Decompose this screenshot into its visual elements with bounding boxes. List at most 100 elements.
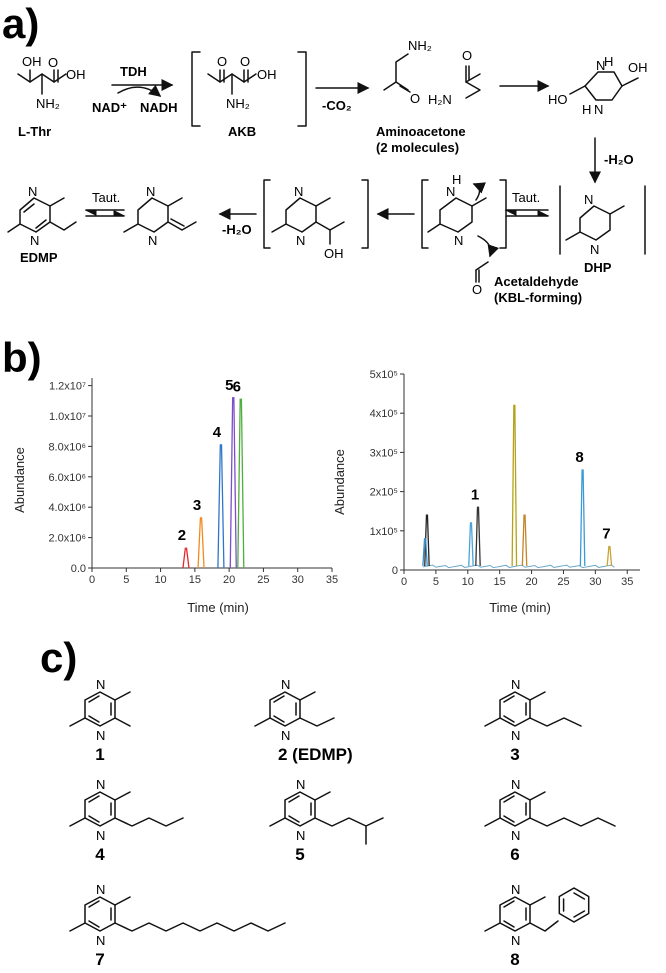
edmp-n1-label: N	[28, 184, 37, 199]
cyclic-n1-label: N	[596, 58, 605, 73]
chart-left-y-tick-label: 6.0x10⁶	[48, 472, 86, 484]
chart-left-xlabel: Time (min)	[187, 600, 249, 615]
compound-n2-label: N	[96, 933, 105, 948]
chart-right-peak-1	[422, 537, 428, 567]
dhp-label: DHP	[584, 260, 612, 275]
chart-right-x-tick-label: 15	[494, 576, 506, 588]
compound-label: 3	[510, 745, 519, 764]
compound-4: NN4	[69, 777, 184, 864]
compound-5: N N 5	[269, 777, 384, 864]
akb-oh-label: OH	[257, 67, 277, 82]
aminoacetone-label: Aminoacetone	[376, 124, 466, 139]
enamine-n1-label: N	[446, 184, 455, 199]
chart-right-peak-6	[579, 469, 586, 567]
aminoacetone1-nh2-label: NH₂	[408, 38, 432, 53]
chart-left-ylabel: Abundance	[12, 447, 27, 513]
chart-left-peak-label-5: 5	[225, 377, 233, 394]
nad-label: NAD⁺	[92, 100, 127, 115]
chart-right-x-tick-label: 5	[433, 576, 439, 588]
chart-left-y-tick-label: 1.0x10⁷	[49, 411, 86, 423]
chart-left-peak-4	[217, 444, 225, 569]
acetaldehyde-label: Acetaldehyde	[494, 274, 579, 289]
cyclic-diol-structure: N N H H OH HO	[548, 54, 648, 117]
compound-n1-label: N	[96, 882, 105, 897]
enamine-structure: N H N	[421, 172, 507, 258]
compound-label: 5	[295, 845, 304, 864]
minus-co2-label: -CO₂	[322, 98, 352, 113]
tdh-label: TDH	[120, 64, 147, 79]
chart-right-y-tick-label: 5x10⁵	[370, 369, 398, 381]
chart-left-peak-label-3: 3	[193, 497, 201, 514]
chart-left-x-tick-label: 30	[292, 574, 304, 586]
chart-left-x-tick-label: 20	[223, 574, 235, 586]
chart-left-y-tick-label: 0.0	[71, 563, 86, 575]
compound-7: N N 7	[69, 882, 286, 969]
compound-6: NN6	[484, 777, 616, 864]
chart-right-y-tick-label: 3x10⁵	[370, 447, 398, 459]
chart-left-y-tick-label: 1.2x10⁷	[49, 381, 86, 393]
chart-left-peak-2	[182, 547, 190, 569]
compound-2: N N 2 (EDMP)	[254, 677, 353, 764]
compound-8: NN8	[484, 882, 590, 969]
chart-right-baseline	[423, 564, 615, 569]
chart-left-peak-6	[237, 398, 245, 569]
enamine-h-label: H	[452, 172, 461, 187]
compound-n1-label: N	[296, 777, 305, 792]
lthr-acid-oh-label: OH	[66, 67, 86, 82]
chart-right-y-tick-label: 4x10⁵	[370, 408, 398, 420]
vinyl-structure: N N	[123, 184, 197, 248]
edmp-n2-label: N	[30, 233, 39, 248]
alcohol-structure: N N OH	[263, 179, 369, 261]
enamine-n2-label: N	[454, 233, 463, 248]
chart-right-y-tick-label: 0	[392, 565, 398, 577]
compound-n2-label: N	[511, 828, 520, 843]
compound-n2-label: N	[511, 933, 520, 948]
compound-1: NN1	[69, 677, 131, 764]
akb-acid-o-label: O	[240, 54, 250, 69]
chart-left-peak-label-4: 4	[213, 424, 222, 441]
chart-left-x-tick-label: 35	[326, 574, 338, 586]
alcohol-n1-label: N	[294, 184, 303, 199]
compound-n1-label: N	[511, 677, 520, 692]
chart-right-x-tick-label: 0	[401, 576, 407, 588]
akb-nh2-label: NH₂	[226, 96, 250, 111]
cyclic-h2-label: H	[582, 102, 591, 117]
chart-left-x-tick-label: 0	[89, 574, 95, 586]
akb-structure: O O OH NH₂ AKB	[191, 51, 307, 139]
aminoacetone-sub-label: (2 molecules)	[376, 140, 459, 155]
compound-label: 4	[95, 845, 105, 864]
compound-label: 1	[95, 745, 104, 764]
chart-left-peak-label-2: 2	[178, 527, 186, 544]
chart-right-ylabel: Abundance	[332, 449, 347, 515]
aminoacetone1-o-label: O	[410, 91, 420, 106]
compound-n1-label: N	[281, 677, 290, 692]
dhp-n2-label: N	[590, 242, 599, 257]
panel-b-letter: b)	[2, 334, 42, 381]
minus-h2o-2-label: -H₂O	[222, 222, 252, 237]
chart-right-peak-label-8: 8	[575, 449, 583, 466]
compound-3: NN3	[484, 677, 582, 764]
nadh-label: NADH	[140, 100, 178, 115]
acetaldehyde-sub-label: (KBL-forming)	[494, 290, 582, 305]
chart-right-x-tick-label: 20	[525, 576, 537, 588]
chart-right-y-tick-label: 2x10⁵	[370, 487, 398, 499]
compound-n2-label: N	[281, 728, 290, 743]
akb-keto-o-label: O	[217, 54, 227, 69]
compound-n2-label: N	[296, 828, 305, 843]
chart-left-x-tick-label: 15	[189, 574, 201, 586]
chart-left-x-tick-label: 10	[154, 574, 166, 586]
compound-n2-label: N	[96, 828, 105, 843]
lthr-structure: OH OH O NH₂ L-Thr	[17, 54, 86, 139]
chart-left-peak-5	[229, 397, 237, 569]
compound-n1-label: N	[511, 882, 520, 897]
chart-left-y-tick-label: 2.0x10⁶	[48, 533, 86, 545]
compound-label: 2 (EDMP)	[278, 745, 353, 764]
compound-label: 7	[95, 950, 104, 969]
chart-right-x-tick-label: 30	[589, 576, 601, 588]
cyclic-oh-label: OH	[628, 60, 648, 75]
chart-right-x-tick-label: 10	[462, 576, 474, 588]
acetaldehyde-o-label: O	[472, 282, 482, 297]
